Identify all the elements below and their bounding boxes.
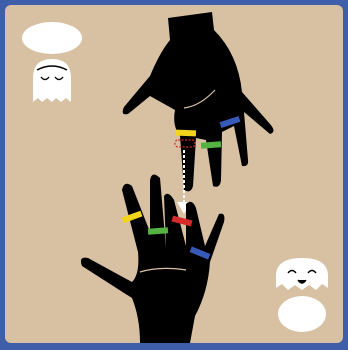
bottom-hand-silhouette [81, 174, 225, 343]
top-hand-silhouette [123, 12, 274, 191]
happy-ghost-lower-body [278, 296, 326, 332]
happy-ghost-head [276, 258, 328, 290]
thought-bubble [22, 22, 82, 54]
top-ring-yellow [176, 130, 196, 137]
happy-ghost [276, 258, 328, 332]
sleeping-ghost [33, 59, 71, 102]
top-hand [123, 12, 274, 191]
bottom-hand [81, 174, 225, 343]
